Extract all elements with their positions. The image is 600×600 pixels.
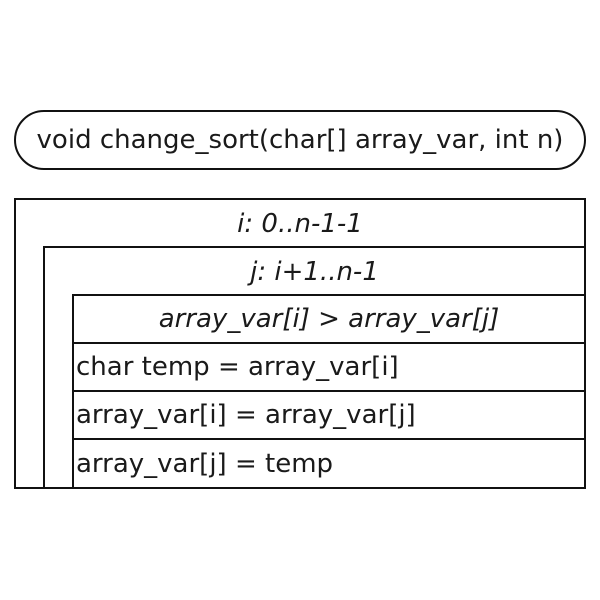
inner-loop-label: j: i+1..n-1	[250, 257, 379, 287]
outer-loop-label: i: 0..n-1-1	[237, 209, 363, 239]
condition-block	[72, 294, 586, 489]
outer-loop-block	[14, 198, 586, 489]
function-signature: void change_sort(char[] array_var, int n…	[14, 110, 586, 170]
statement-row: char temp = array_var[i]	[74, 344, 584, 392]
statement-row: array_var[i] = array_var[j]	[74, 392, 584, 440]
statement-row: array_var[j] = temp	[76, 449, 334, 479]
inner-loop-block	[43, 246, 586, 489]
condition-row: array_var[i] > array_var[j]	[74, 296, 584, 344]
